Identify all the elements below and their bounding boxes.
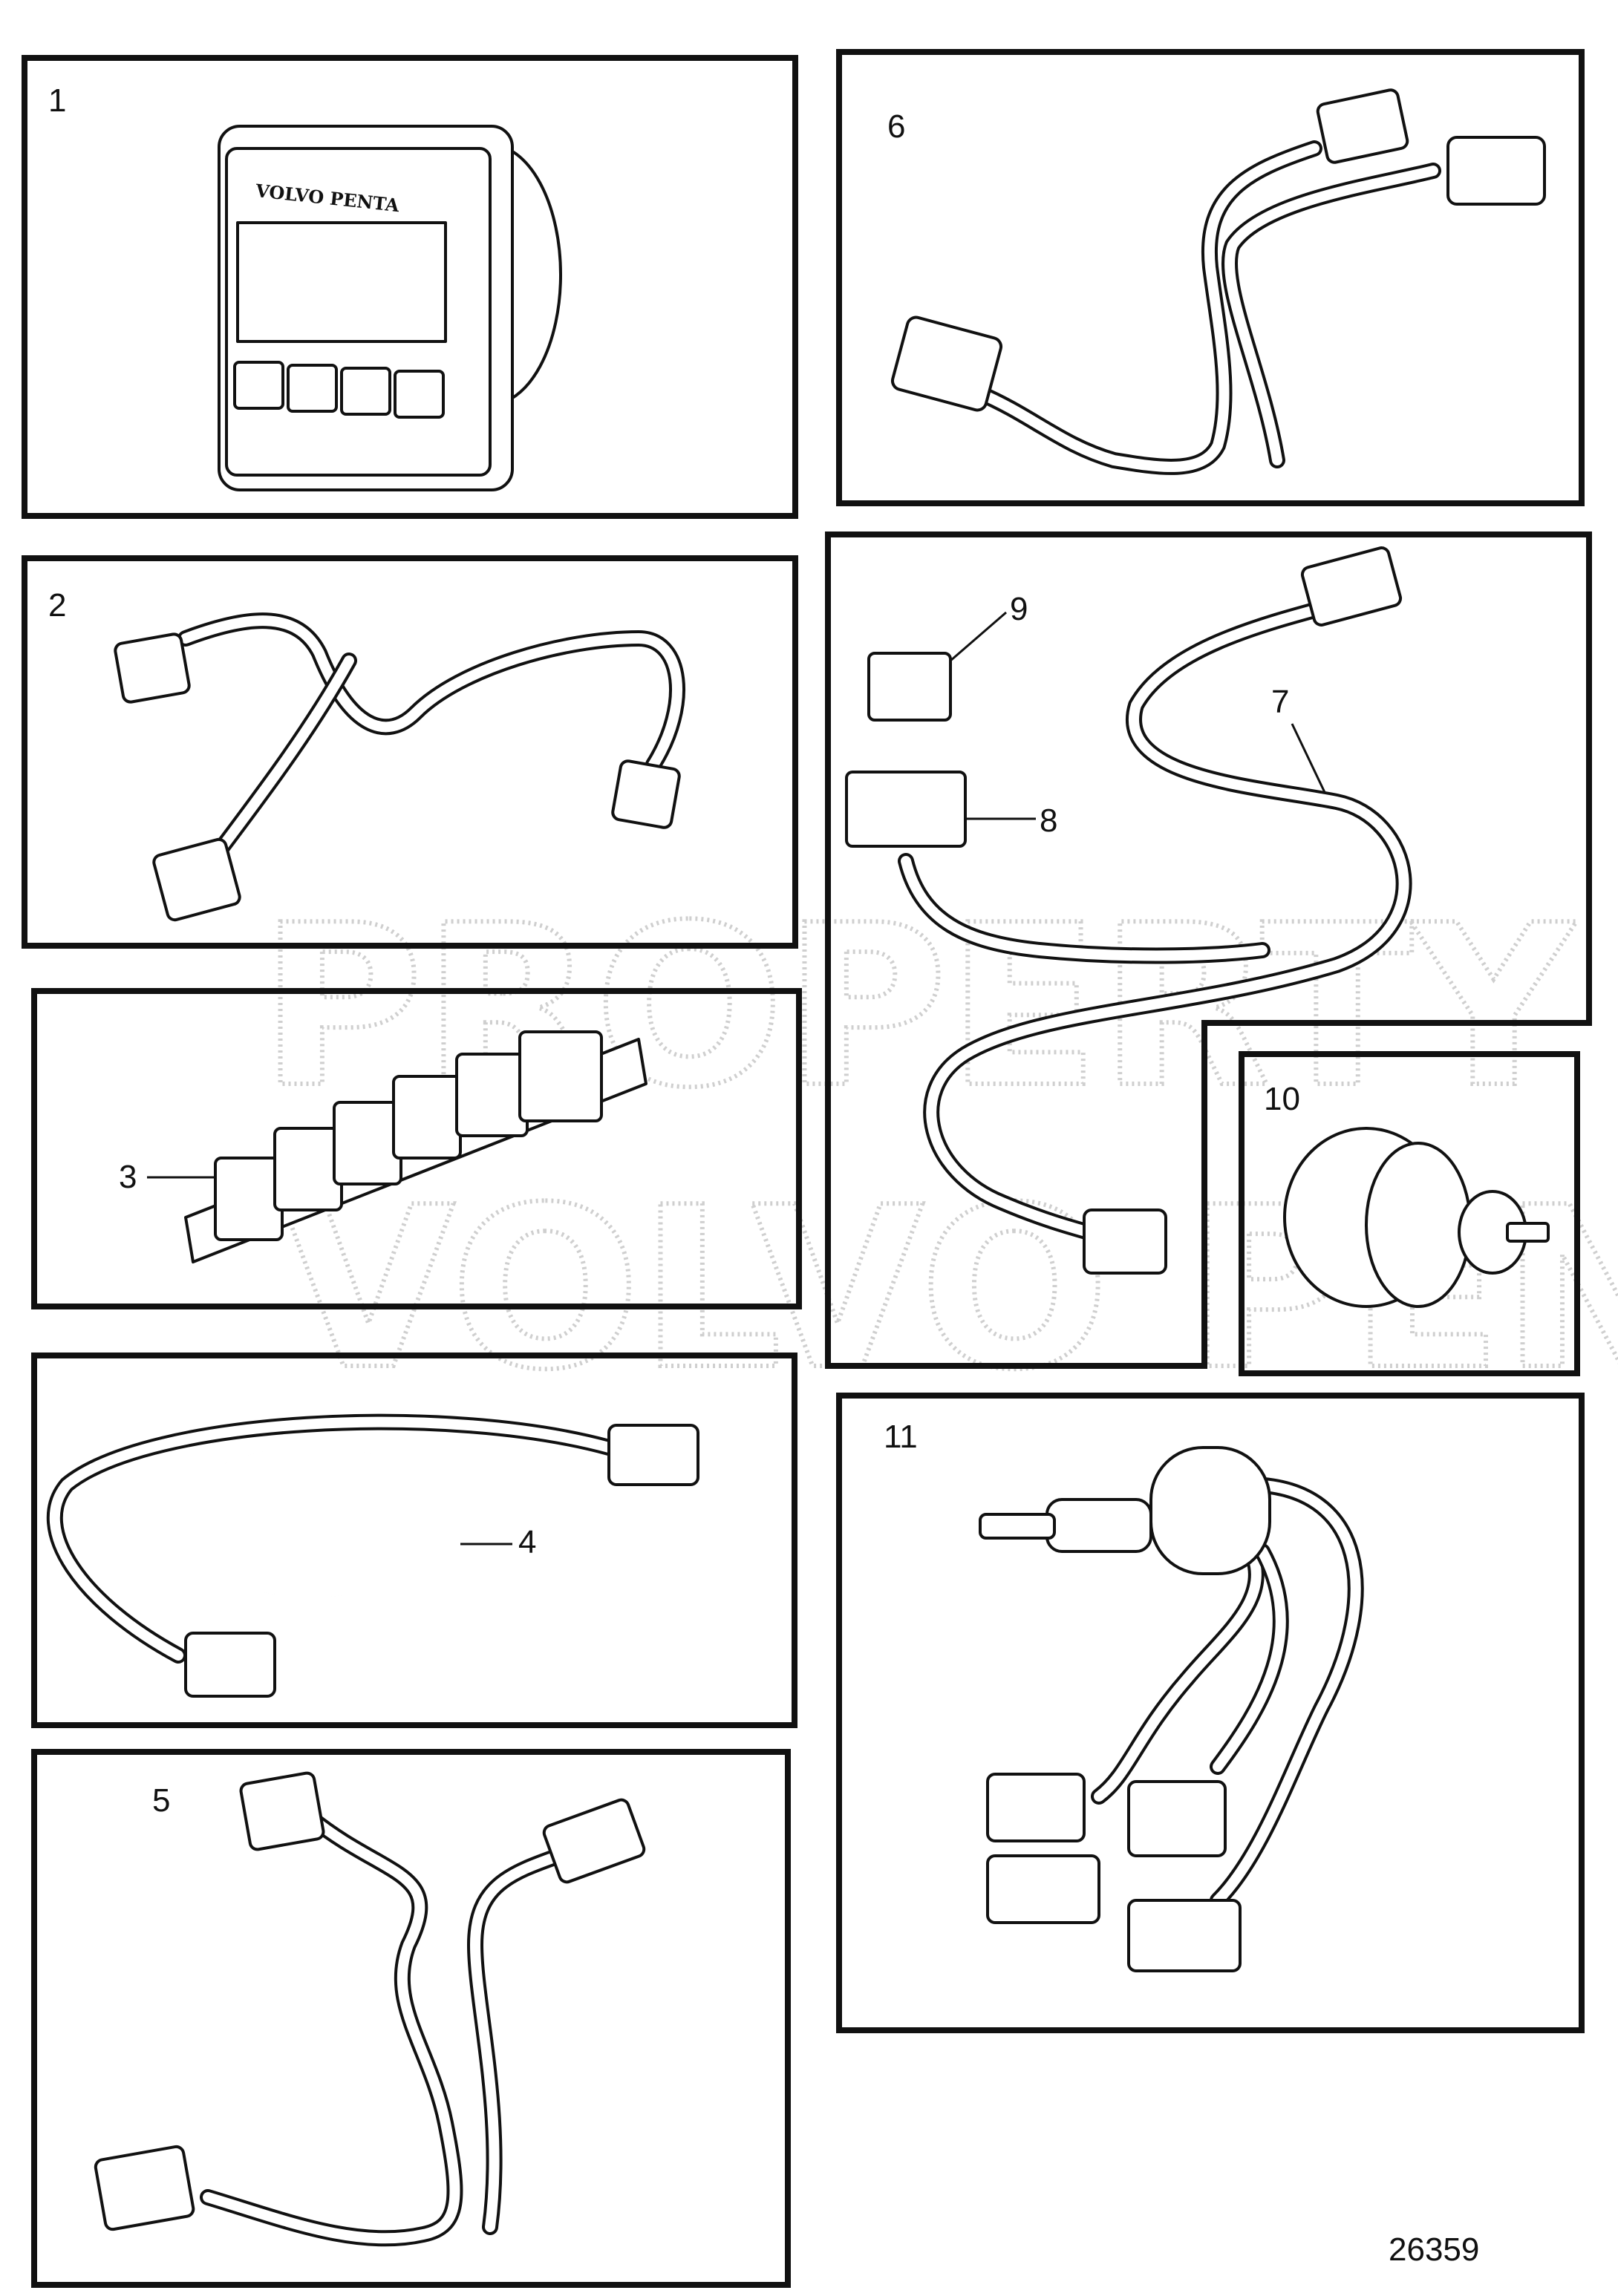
panel-6-frame — [836, 49, 1585, 506]
connector-block-illustration — [184, 1030, 647, 1263]
harness-2-illustration — [114, 612, 686, 922]
panel-7: 7 8 9 — [825, 532, 1592, 1369]
sender-10-illustration — [1283, 1127, 1550, 1308]
label-2: 2 — [48, 587, 66, 624]
leader-7 — [1291, 723, 1331, 802]
panel-6: 6 — [836, 49, 1585, 506]
label-3: 3 — [119, 1159, 137, 1195]
panel-3: 3 — [31, 988, 802, 1309]
panel-7-frame — [825, 532, 1592, 1369]
panel-2: 2 — [22, 555, 798, 949]
label-8: 8 — [1040, 802, 1057, 839]
panel-4: 4 — [31, 1353, 797, 1728]
panel-10: 10 — [1239, 1051, 1580, 1376]
label-5: 5 — [152, 1782, 170, 1819]
panel-4-frame — [31, 1353, 797, 1728]
cable-4-illustration — [46, 1413, 699, 1698]
panel-2-frame — [22, 555, 798, 949]
label-9: 9 — [1010, 591, 1028, 627]
harness-6-illustration — [890, 88, 1546, 475]
panel-10-frame — [1239, 1051, 1580, 1376]
label-6: 6 — [887, 108, 905, 145]
panel-1-frame — [22, 55, 798, 519]
harness-7-illustration — [845, 546, 1412, 1275]
panel-11: 11 — [836, 1393, 1585, 2033]
label-1: 1 — [48, 82, 66, 119]
sensor-11-illustration — [979, 1446, 1364, 1972]
label-10: 10 — [1264, 1081, 1300, 1117]
leader-9 — [950, 611, 1007, 662]
display-unit-illustration — [218, 125, 562, 491]
label-11: 11 — [884, 1419, 918, 1455]
panel-1: 1 VOLVO PENTA — [22, 55, 798, 519]
panel-11-frame — [836, 1393, 1585, 2033]
label-4: 4 — [518, 1524, 536, 1560]
label-7: 7 — [1271, 684, 1289, 720]
figure-number: 26359 — [1389, 2231, 1479, 2268]
panel-5-frame — [31, 1749, 791, 2288]
panel-3-frame — [31, 988, 802, 1309]
panel-5: 5 — [31, 1749, 791, 2288]
harness-5-illustration — [94, 1771, 646, 2247]
